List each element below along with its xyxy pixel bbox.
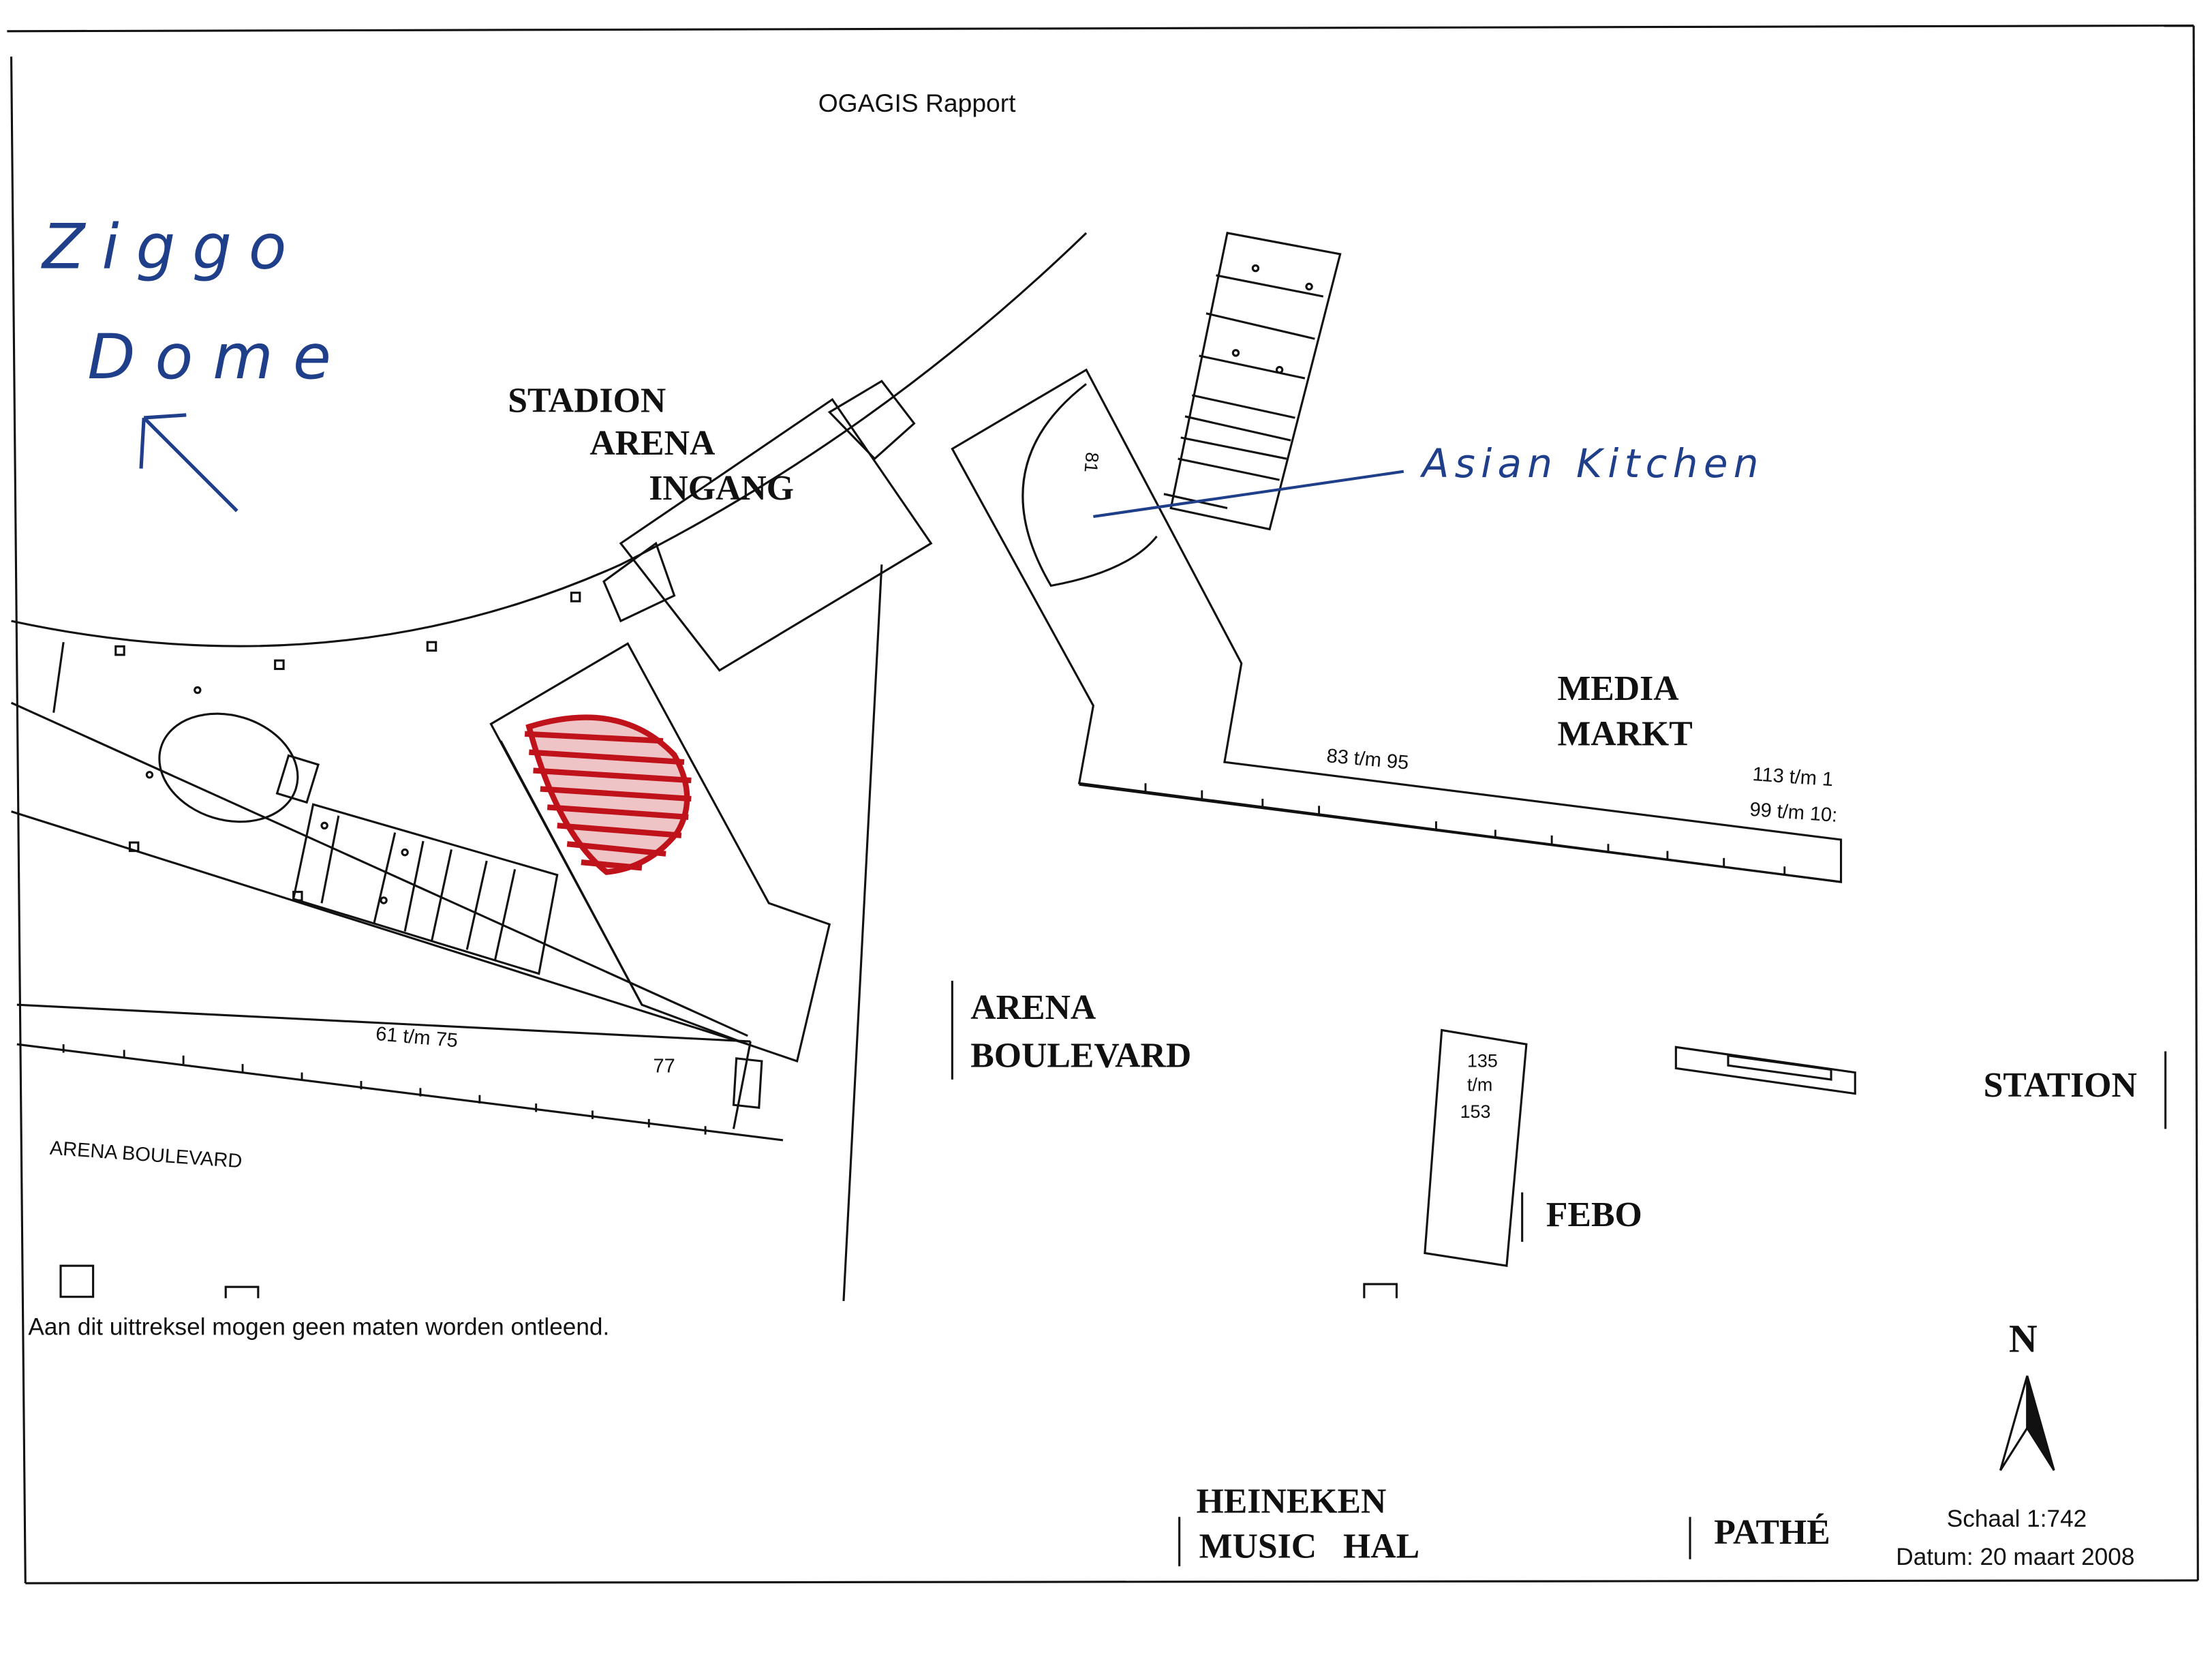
number-99: 99 t/m 10: [1749, 799, 1839, 827]
number-135: 135 [1467, 1050, 1498, 1071]
page-frame [7, 24, 2199, 1585]
arrow-up-left-icon [139, 413, 239, 513]
label-media: MEDIA [1557, 669, 1678, 708]
report-title: OGAGIS Rapport [818, 89, 1016, 117]
label-heineken: HEINEKEN [1196, 1482, 1386, 1521]
handwritten-annotations: Ziggo Dome Asian Kitchen [41, 211, 1764, 518]
febo-building [1424, 1028, 1528, 1267]
handwritten-ziggo: Ziggo [41, 211, 303, 284]
asian-kitchen-pointer [1093, 470, 1404, 518]
date-label: Datum: 20 maart 2008 [1896, 1544, 2134, 1570]
number-81: 81 [1080, 451, 1102, 473]
number-61-75: 61 t/m 75 [375, 1023, 459, 1052]
label-pathe: PATHÉ [1714, 1512, 1830, 1552]
right-street-ticks [1144, 783, 1786, 875]
label-stadion: STADION [508, 382, 666, 421]
north-label: N [2009, 1316, 2038, 1360]
label-street-arena-boulevard: ARENA BOULEVARD [49, 1138, 243, 1173]
number-153: 153 [1460, 1101, 1491, 1122]
number-83-95: 83 t/m 95 [1325, 745, 1409, 774]
left-building-outline [10, 232, 1398, 1298]
boulevard-divider [842, 564, 883, 1302]
north-arrow-icon [1999, 1375, 2055, 1471]
label-ingang: INGANG [649, 469, 794, 508]
right-building-outline [951, 232, 1843, 883]
handwritten-asian-kitchen: Asian Kitchen [1419, 440, 1764, 487]
highlighted-location [524, 714, 692, 875]
street-ticks [62, 1044, 707, 1135]
label-arena: ARENA [589, 424, 715, 463]
label-station: STATION [1984, 1066, 2137, 1105]
north-arrow: N [1999, 1316, 2055, 1471]
number-tm: t/m [1467, 1074, 1492, 1095]
place-labels: STADION ARENA INGANG MEDIA MARKT ARENA B… [49, 382, 2167, 1567]
label-arena-blvd-2: BOULEVARD [970, 1036, 1191, 1075]
number-113: 113 t/m 1 [1752, 763, 1834, 791]
handwritten-dome: Dome [87, 321, 351, 393]
label-febo: FEBO [1546, 1195, 1642, 1234]
disclaimer-text: Aan dit uittreksel mogen geen maten word… [28, 1314, 609, 1341]
scale-label: Schaal 1:742 [1947, 1506, 2087, 1532]
label-arena-blvd-1: ARENA [970, 988, 1096, 1027]
station-marker [1674, 1046, 1856, 1095]
label-markt: MARKT [1557, 714, 1692, 753]
number-77: 77 [653, 1056, 675, 1078]
label-music-hal: MUSIC HAL [1199, 1527, 1419, 1566]
